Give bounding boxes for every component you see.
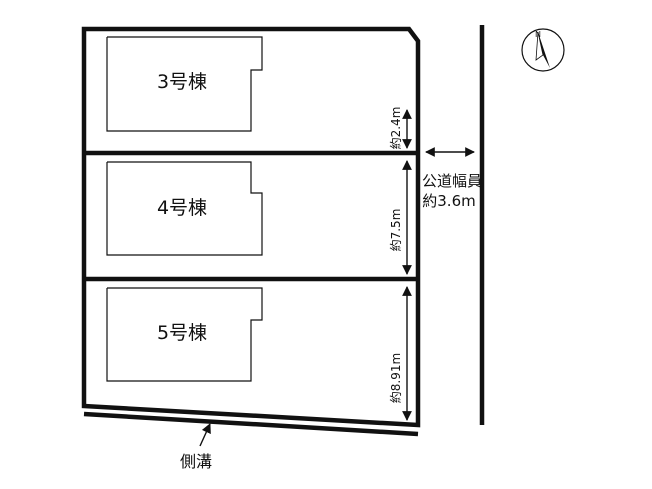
building-3-label: 3号棟 [157, 71, 207, 93]
building-4-outline [106, 161, 263, 256]
north-arrow-icon: N [521, 28, 565, 72]
building-4-label: 4号棟 [157, 197, 207, 219]
dim-label-lot4: 約7.5m [388, 209, 403, 252]
building-footprints [106, 36, 263, 382]
dimension-arrows [402, 109, 475, 421]
building-5-outline [106, 287, 263, 382]
side-ditch-line [83, 411, 419, 437]
dim-label-lot5: 約8.91m [388, 353, 403, 403]
road-width-label: 約3.6m [422, 192, 475, 210]
lot-outline [81, 26, 421, 428]
lot-boundaries [81, 26, 421, 428]
ditch-pointer-arrow [199, 423, 211, 447]
dim-label-lot3: 約2.4m [388, 107, 403, 150]
compass-north-label: N [535, 30, 541, 39]
building-5-label: 5号棟 [157, 322, 207, 344]
ditch-label: 側溝 [180, 452, 212, 471]
building-3-outline [106, 36, 263, 132]
road-label: 公道幅員 [422, 172, 482, 190]
